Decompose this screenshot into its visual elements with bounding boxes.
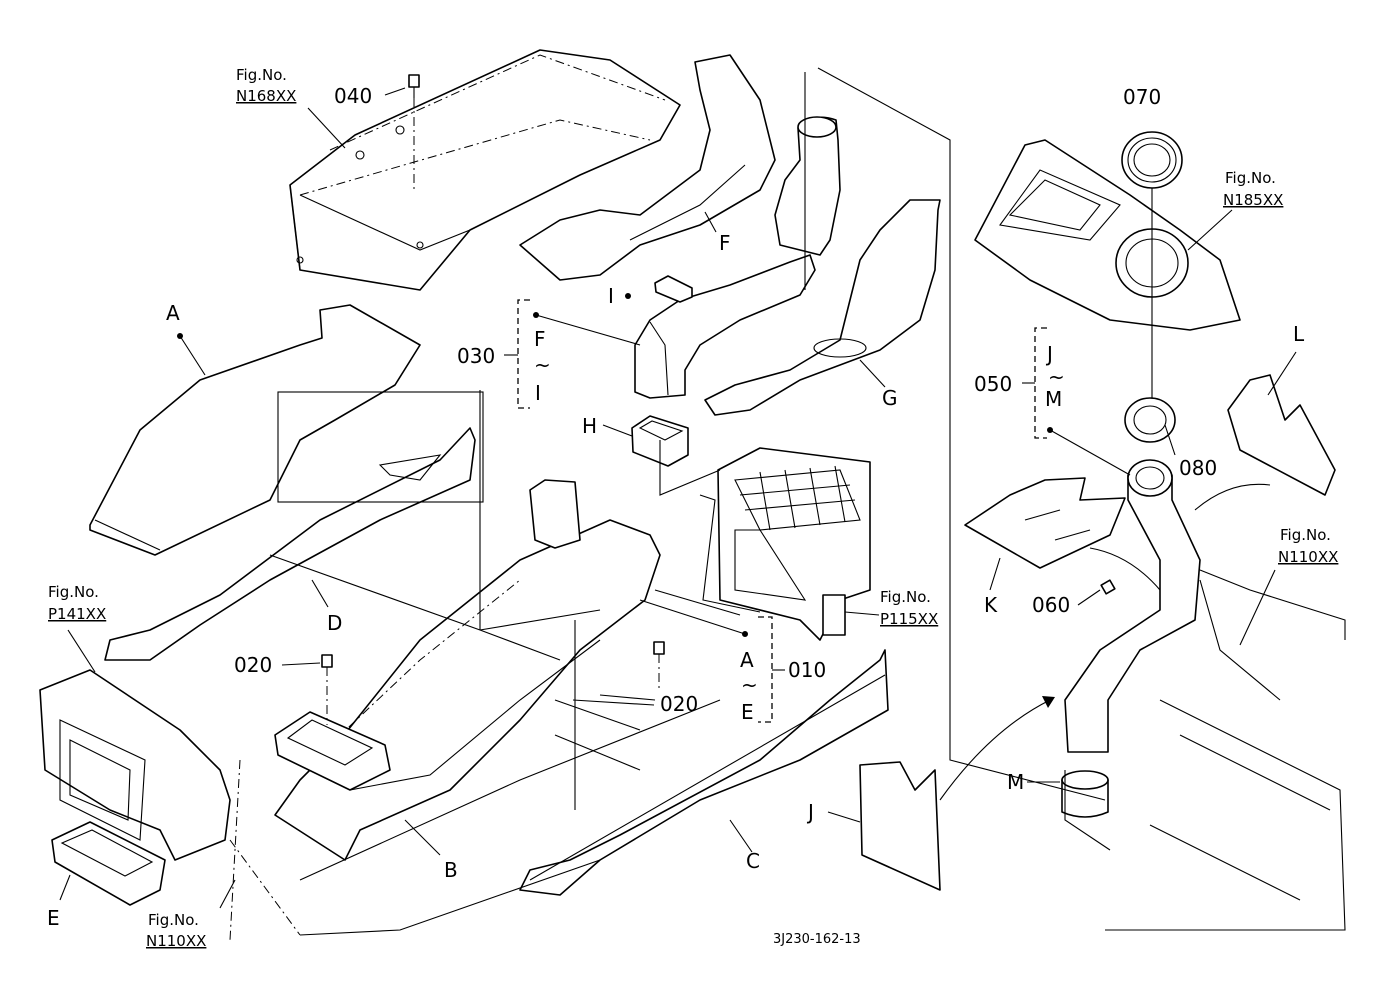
- fig-label-p115: Fig.No.: [880, 588, 931, 606]
- letter-b: B: [444, 858, 458, 882]
- blower-unit-p115: [717, 447, 871, 641]
- part-number-060: 060: [1032, 593, 1070, 617]
- cabin-floor-box-n168: [289, 49, 681, 291]
- fig-ref-n110-bottom: N110XX: [146, 932, 206, 950]
- floor-frame-lines: [229, 390, 721, 941]
- fig-ref-p115: P115XX: [880, 610, 938, 628]
- bolt-060: [1100, 579, 1116, 595]
- letter-g: G: [882, 386, 898, 410]
- fig-ref-n110-right: N110XX: [1278, 548, 1338, 566]
- clip-i: [654, 275, 693, 303]
- letter-j: J: [806, 800, 814, 824]
- trim-c: [519, 649, 889, 896]
- panel-a: [89, 304, 421, 556]
- bolt-020-right: [653, 641, 665, 690]
- diagram-code: 3J230-162-13: [773, 932, 861, 947]
- fig-label-n168: Fig.No.: [236, 66, 287, 84]
- tray-upper: [274, 711, 391, 791]
- letter-i: I: [608, 284, 614, 308]
- assembly-lines: [654, 67, 1111, 851]
- fig-label-n185: Fig.No.: [1225, 169, 1276, 187]
- range-brackets: [504, 299, 1047, 723]
- range-030-from: F: [534, 327, 546, 351]
- part-number-080: 080: [1179, 456, 1217, 480]
- tray-e: [51, 821, 166, 906]
- letter-c: C: [746, 849, 760, 873]
- console-n185: [974, 139, 1241, 331]
- frame-n110: [1105, 569, 1346, 931]
- range-030-tilde: ~: [534, 353, 551, 377]
- bolt-020-left: [321, 654, 333, 725]
- duct-upper-riser: [774, 116, 841, 256]
- panel-j: [859, 761, 941, 891]
- range-050-tilde: ~: [1048, 365, 1065, 389]
- letter-l: L: [1293, 322, 1305, 346]
- install-arrows: [939, 483, 1271, 801]
- part-number-010: 010: [788, 658, 826, 682]
- letter-d: D: [327, 611, 342, 635]
- part-number-050: 050: [974, 372, 1012, 396]
- ring-070: [1121, 131, 1183, 400]
- letter-e: E: [47, 906, 60, 930]
- fig-ref-n168: N168XX: [236, 87, 296, 105]
- fig-label-n110-bottom: Fig.No.: [148, 911, 199, 929]
- sleeve-m: [1061, 770, 1109, 818]
- part-number-070: 070: [1123, 85, 1161, 109]
- letter-h: H: [582, 414, 597, 438]
- range-010-from: A: [740, 648, 754, 672]
- part-number-020-left: 020: [234, 653, 272, 677]
- fig-label-p141: Fig.No.: [48, 583, 99, 601]
- range-050-from: J: [1045, 342, 1053, 366]
- fig-ref-n185: N185XX: [1223, 191, 1283, 209]
- letter-a: A: [166, 301, 180, 325]
- panel-k: [964, 477, 1126, 569]
- letter-k: K: [984, 593, 998, 617]
- panel-g: [704, 199, 941, 416]
- range-030-to: I: [535, 381, 541, 405]
- letter-m: M: [1007, 770, 1024, 794]
- fig-ref-p141: P141XX: [48, 605, 106, 623]
- duct-box-p141: [39, 669, 231, 861]
- pipe-m: [1064, 459, 1201, 753]
- ring-080: [1124, 397, 1176, 443]
- duct-030: [634, 254, 816, 399]
- duct-f: [519, 54, 776, 281]
- range-050-to: M: [1045, 387, 1062, 411]
- fig-label-n110-right: Fig.No.: [1280, 526, 1331, 544]
- range-010-tilde: ~: [741, 673, 758, 697]
- leader-lines: [59, 87, 1297, 909]
- panel-d: [104, 391, 484, 661]
- bolt-040: [408, 74, 420, 190]
- part-number-020-right: 020: [660, 692, 698, 716]
- range-010-to: E: [741, 700, 754, 724]
- part-number-040: 040: [334, 84, 372, 108]
- letter-f: F: [719, 231, 731, 255]
- panel-l: [1227, 374, 1336, 496]
- part-number-030: 030: [457, 344, 495, 368]
